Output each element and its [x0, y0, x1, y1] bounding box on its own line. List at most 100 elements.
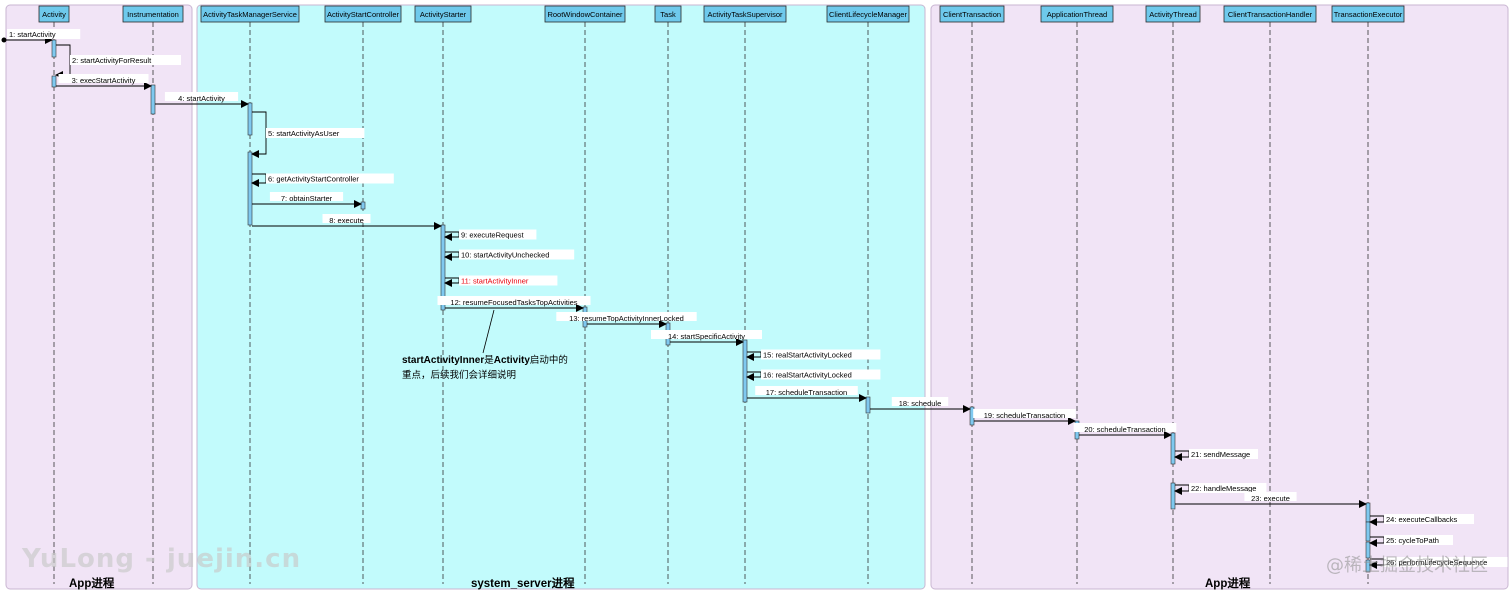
participant-instrumentation[interactable]	[122, 5, 184, 23]
message-label: 24: executeCallbacks	[1386, 515, 1458, 524]
message-4: 4: startActivity	[155, 92, 249, 108]
note-pointer	[482, 309, 495, 354]
participant-label: Activity	[42, 10, 66, 19]
activation-bar	[440, 224, 446, 311]
message-label: 23: execute	[1251, 494, 1290, 503]
message-label: 14: startSpecificActivity	[668, 332, 745, 341]
message-19: 19: scheduleTransaction	[973, 409, 1076, 425]
activation-bar	[865, 396, 871, 414]
zone-app-left	[5, 4, 193, 590]
activation-bar	[1170, 482, 1176, 510]
participant-label: TransactionExecutor	[1334, 10, 1403, 19]
participant-label: ActivityTaskSupervisor	[707, 10, 783, 19]
message-label: 20: scheduleTransaction	[1084, 425, 1165, 434]
message-label: 4: startActivity	[178, 94, 225, 103]
note-rest: 启动中的重点，后续我们会详细说明	[402, 355, 568, 381]
participant-label: ActivityTaskManagerService	[203, 10, 297, 19]
message-label: 8: execute	[329, 216, 364, 225]
activation-bar	[1170, 432, 1176, 465]
participant-task[interactable]	[654, 5, 682, 23]
annotation-note: startActivityInner是Activity启动中的重点，后续我们会详…	[402, 353, 577, 383]
zone-app-right	[930, 4, 1509, 590]
participant-label: ClientTransaction	[943, 10, 1001, 19]
activation-bar	[51, 75, 57, 88]
activation-bar	[150, 84, 156, 115]
activation-bar	[360, 201, 366, 210]
message-label: 12: resumeFocusedTasksTopActivities	[450, 298, 577, 307]
participant-label: ClientTransactionHandler	[1228, 10, 1313, 19]
zone-label-app-left: App进程	[69, 578, 115, 590]
activation-bar	[1365, 541, 1371, 559]
message-label: 21: sendMessage	[1191, 450, 1250, 459]
note-bold2: Activity	[493, 355, 530, 366]
message-16: 16: realStartActivityLocked	[746, 369, 881, 381]
message-6: 6: getActivityStartController	[251, 173, 394, 187]
message-label: 11: startActivityInner	[461, 277, 529, 286]
message-8: 8: execute	[252, 214, 442, 230]
message-label: 19: scheduleTransaction	[984, 411, 1065, 420]
watermark-right: @稀土掘金技术社区	[1326, 555, 1488, 576]
note-mid: 是	[484, 355, 494, 366]
participant-activity-task-supervisor[interactable]	[703, 5, 787, 23]
message-5: 5: startActivityAsUser	[251, 111, 365, 158]
note-bold: startActivityInner	[402, 355, 485, 366]
activation-bar	[247, 102, 253, 136]
message-label: 3: execStartActivity	[72, 76, 136, 85]
participant-label: ActivityThread	[1149, 10, 1197, 19]
message-13: 13: resumeTopActivityInnerLocked	[556, 312, 697, 328]
message-14: 14: startSpecificActivity	[651, 330, 762, 346]
message-21: 21: sendMessage	[1174, 449, 1258, 461]
participant-client-lifecycle-manager[interactable]	[826, 5, 910, 23]
message-label: 5: startActivityAsUser	[268, 129, 340, 138]
message-label: 17: scheduleTransaction	[766, 388, 847, 397]
participant-activity-thread[interactable]	[1145, 5, 1201, 23]
participant-client-transaction-handler[interactable]	[1223, 5, 1317, 23]
message-label: 22: handleMessage	[1191, 484, 1256, 493]
participant-label: Instrumentation	[127, 10, 179, 19]
activation-bar	[1365, 502, 1371, 523]
participant-client-transaction[interactable]	[939, 5, 1005, 23]
participant-activity-starter[interactable]	[414, 5, 472, 23]
message-15: 15: realStartActivityLocked	[746, 349, 881, 361]
activation-bar	[1365, 521, 1371, 542]
activation-bar	[742, 339, 748, 403]
message-23: 23: execute	[1175, 492, 1367, 508]
message-label: 13: resumeTopActivityInnerLocked	[569, 314, 684, 323]
message-26: 26: performLifecycleSequence	[1369, 557, 1508, 569]
message-label: 16: realStartActivityLocked	[763, 371, 852, 380]
message-label: 9: executeRequest	[461, 231, 524, 240]
message-label: 1: startActivity	[9, 30, 56, 39]
message-24: 24: executeCallbacks	[1369, 514, 1474, 526]
message-label: 15: realStartActivityLocked	[763, 351, 852, 360]
participant-application-thread[interactable]	[1040, 5, 1114, 23]
activation-bar	[51, 39, 57, 58]
message-label: 7: obtainStarter	[281, 194, 333, 203]
message-label: 10: startActivityUnchecked	[461, 251, 549, 260]
message-22: 22: handleMessage	[1174, 483, 1267, 495]
participant-label: ApplicationThread	[1047, 10, 1107, 19]
message-9: 9: executeRequest	[444, 229, 537, 241]
participant-activity-start-controller[interactable]	[324, 5, 402, 23]
message-label: 25: cycleToPath	[1386, 536, 1439, 545]
participant-label: RootWindowContainer	[547, 10, 623, 19]
participant-root-window-container[interactable]	[544, 5, 626, 23]
activation-bar	[247, 151, 253, 226]
message-10: 10: startActivityUnchecked	[444, 249, 575, 261]
participant-label: Task	[660, 10, 676, 19]
zone-label-system-server: system_server进程	[471, 578, 575, 590]
message-3: 3: execStartActivity	[56, 74, 152, 90]
message-label: 6: getActivityStartController	[268, 175, 359, 184]
participant-label: ActivityStarter	[420, 10, 467, 19]
message-11: 11: startActivityInner	[444, 275, 558, 287]
participant-activity[interactable]	[38, 5, 70, 23]
participant-label: ActivityStartController	[327, 10, 400, 19]
participant-activity-task-manager-service[interactable]	[200, 5, 300, 23]
zone-label-app-right: App进程	[1205, 578, 1251, 590]
message-18: 18: schedule	[870, 397, 971, 413]
watermark-left: YuLong - juejin.cn	[22, 544, 302, 574]
message-label: 26: performLifecycleSequence	[1386, 558, 1487, 567]
message-label: 2: startActivityForResult	[72, 56, 152, 65]
participant-transaction-executor[interactable]	[1331, 5, 1405, 23]
message-20: 20: scheduleTransaction	[1073, 423, 1177, 439]
